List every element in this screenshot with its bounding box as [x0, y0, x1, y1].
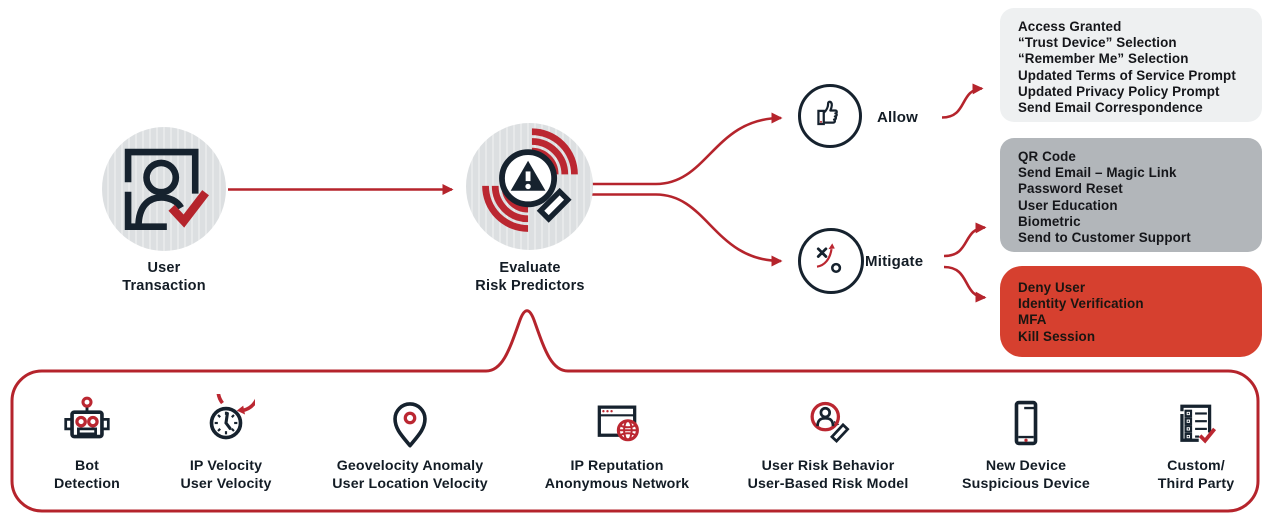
mitigate-outcome-item: Send to Customer Support — [1018, 230, 1191, 246]
evaluate-risk-label-line1: Evaluate — [499, 260, 561, 276]
predictor-label-line2: Anonymous Network — [544, 476, 690, 492]
predictor-user-risk: User Risk Behavior User-Based Risk Model — [713, 390, 943, 493]
user-transaction-label-line2: Transaction — [122, 278, 206, 294]
predictor-label-line2: Suspicious Device — [962, 476, 1090, 492]
deny-outcome-item: MFA — [1018, 312, 1047, 328]
predictor-label-line2: User Velocity — [180, 476, 272, 492]
deny-outcome-item: Kill Session — [1018, 328, 1096, 344]
predictor-label: User Risk Behavior User-Based Risk Model — [713, 457, 943, 493]
user-transaction-label-line1: User — [147, 260, 181, 276]
predictor-label-line2: User-Based Risk Model — [747, 476, 909, 492]
fork-evaluate-to-mitigate — [592, 193, 783, 267]
predictor-label: Custom/ Third Party — [1081, 457, 1266, 493]
predictor-label-line1: IP Velocity — [189, 458, 263, 474]
allow-outcome-item: Updated Terms of Service Prompt — [1018, 67, 1236, 83]
fork-evaluate-to-allow — [592, 112, 783, 186]
ip-reputation-globe-icon — [502, 390, 732, 452]
allow-outcome-item: Access Granted — [1018, 19, 1122, 34]
geolocation-pin-icon — [295, 390, 525, 452]
predictor-label-line2: Detection — [54, 476, 120, 492]
predictor-label-line1: Geovelocity Anomaly — [336, 458, 484, 474]
deny-outcomes-box: Deny User Identity Verification MFA Kill… — [1000, 266, 1262, 357]
mitigate-outcome-item: QR Code — [1018, 149, 1076, 164]
predictor-label-line1: IP Reputation — [570, 458, 664, 474]
predictor-label-line1: Bot — [74, 458, 100, 474]
allow-node — [798, 84, 862, 148]
predictor-ip-reputation: IP Reputation Anonymous Network — [502, 390, 732, 493]
predictor-label-line2: User Location Velocity — [332, 476, 488, 492]
arrow-allow-to-box — [941, 83, 984, 119]
predictor-label: Bot Detection — [0, 457, 202, 493]
predictor-label-line1: Custom/ — [1167, 458, 1225, 474]
allow-outcome-item: “Remember Me” Selection — [1018, 51, 1189, 67]
mitigate-outcome-item: User Education — [1018, 197, 1118, 213]
evaluate-risk-label-line2: Risk Predictors — [475, 278, 585, 294]
predictor-bot-detection: Bot Detection — [0, 390, 202, 493]
predictor-label-line1: New Device — [985, 458, 1067, 474]
mitigate-label: Mitigate — [865, 253, 924, 270]
allow-outcome-item: Updated Privacy Policy Prompt — [1018, 83, 1220, 99]
allow-outcome-item: Send Email Correspondence — [1018, 100, 1203, 116]
predictor-custom-third-party: Custom/ Third Party — [1081, 390, 1266, 493]
predictor-label: IP Reputation Anonymous Network — [502, 457, 732, 493]
predictor-label: IP Velocity User Velocity — [111, 457, 341, 493]
robot-icon — [0, 390, 202, 452]
checklist-icon — [1081, 390, 1266, 452]
deny-outcome-item: Deny User — [1018, 280, 1086, 295]
predictor-label-line2: Third Party — [1157, 476, 1235, 492]
evaluate-risk-node — [466, 123, 593, 250]
evaluate-risk-label: Evaluate Risk Predictors — [450, 259, 610, 295]
user-transaction-node — [102, 127, 226, 251]
user-risk-magnifier-icon — [713, 390, 943, 452]
allow-outcomes-box: Access Granted “Trust Device” Selection … — [1000, 8, 1262, 122]
predictor-label-line1: User Risk Behavior — [761, 458, 895, 474]
user-transaction-label: User Transaction — [84, 259, 244, 295]
predictor-geovelocity: Geovelocity Anomaly User Location Veloci… — [295, 390, 525, 493]
predictor-label: New Device Suspicious Device — [911, 457, 1141, 493]
thumbs-up-icon — [810, 94, 850, 139]
predictor-ip-velocity: IP Velocity User Velocity — [111, 390, 341, 493]
user-transaction-icon — [112, 135, 216, 244]
mitigate-outcomes-box: QR Code Send Email – Magic Link Password… — [1000, 138, 1262, 252]
allow-outcome-item: “Trust Device” Selection — [1018, 35, 1177, 51]
mitigate-outcome-item: Send Email – Magic Link — [1018, 165, 1177, 181]
mitigate-node — [798, 228, 864, 294]
mitigate-outcome-item: Password Reset — [1018, 181, 1123, 197]
deny-outcome-item: Identity Verification — [1018, 296, 1144, 312]
predictor-label: Geovelocity Anomaly User Location Veloci… — [295, 457, 525, 493]
device-phone-icon — [911, 390, 1141, 452]
strategy-icon — [810, 238, 852, 285]
velocity-clock-icon — [111, 390, 341, 452]
allow-label: Allow — [877, 109, 918, 126]
predictor-new-device: New Device Suspicious Device — [911, 390, 1141, 493]
risk-radar-magnifier-icon — [472, 126, 588, 247]
mitigate-outcome-item: Biometric — [1018, 213, 1081, 229]
arrow-mitigate-to-gray-box — [943, 222, 987, 258]
arrow-mitigate-to-red-box — [943, 265, 987, 303]
